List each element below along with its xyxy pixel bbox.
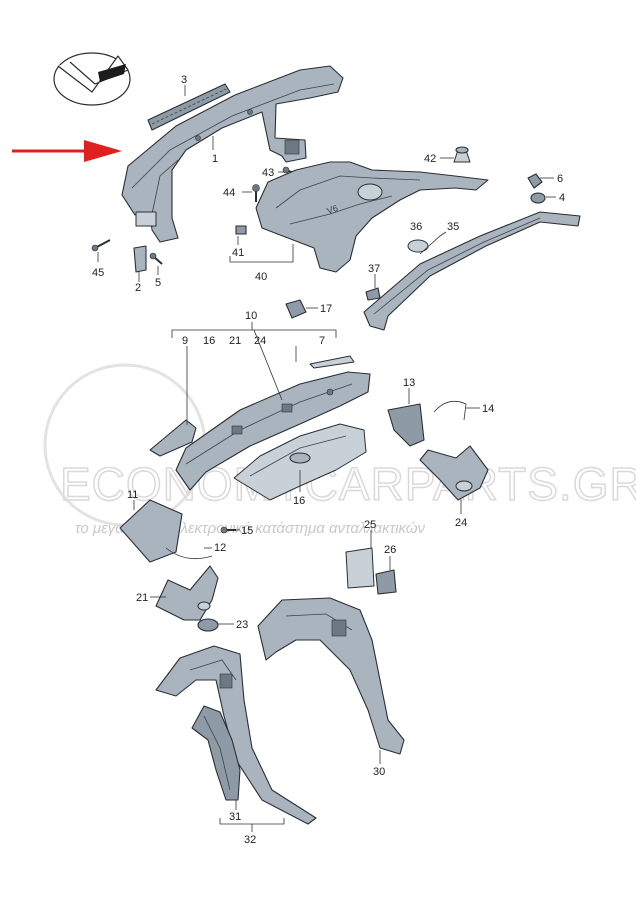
- part-9-bracket: [149, 419, 197, 457]
- watermark-title: ECONOMYCARPARTS.GR: [60, 458, 636, 510]
- label-part-7: 7: [319, 335, 325, 347]
- label-part-43: 43: [262, 167, 274, 179]
- part-2-bracket: [133, 245, 147, 273]
- part-24-well-liner: [419, 445, 489, 501]
- part-40-rear-shelf: V6: [255, 161, 489, 273]
- part-11-panel: [119, 499, 183, 563]
- label-part-10: 10: [245, 310, 257, 322]
- screw-5: [149, 252, 163, 265]
- part-32-arch: [155, 645, 317, 825]
- leader-lines: [97, 85, 556, 832]
- label-part-40: 40: [255, 271, 267, 283]
- label-part-37: 37: [368, 263, 380, 275]
- label-part-15: 15: [241, 525, 253, 537]
- screw-45: [91, 239, 111, 252]
- part-30-inner-panel: [257, 597, 405, 755]
- label-part-21-ref: 21: [229, 335, 241, 347]
- label-part-16: 16: [293, 495, 305, 507]
- part-7-strip: [309, 355, 355, 369]
- label-part-6: 6: [557, 173, 563, 185]
- label-part-2: 2: [135, 282, 141, 294]
- part-14-seal: [433, 400, 467, 421]
- label-part-17: 17: [320, 303, 332, 315]
- part-25-plate: [345, 547, 375, 589]
- label-part-5: 5: [155, 277, 161, 289]
- part-26-cap: [375, 569, 397, 595]
- label-part-4: 4: [559, 192, 565, 204]
- red-arrow-icon: [12, 140, 122, 162]
- part-16-floor: [233, 423, 367, 501]
- label-part-42: 42: [424, 153, 436, 165]
- label-part-45: 45: [92, 267, 104, 279]
- label-part-25: 25: [364, 519, 376, 531]
- vw-checkmark-logo: [53, 52, 131, 106]
- label-part-12: 12: [214, 542, 226, 554]
- label-part-44: 44: [223, 187, 235, 199]
- part-6-clip: [527, 173, 543, 189]
- part-36-plug: [407, 239, 429, 253]
- label-part-16-ref: 16: [203, 335, 215, 347]
- label-part-9: 9: [182, 335, 188, 347]
- clip-41: [235, 225, 247, 235]
- part-1-cross-member: [121, 65, 344, 243]
- label-part-3: 3: [181, 74, 187, 86]
- label-part-31: 31: [229, 811, 241, 823]
- part-12-seal: [165, 547, 213, 560]
- label-part-30: 30: [373, 766, 385, 778]
- label-part-24-ref: 24: [254, 335, 266, 347]
- screw-44: [252, 184, 260, 202]
- label-part-14: 14: [482, 403, 494, 415]
- part-number-labels: 3 1 2 5 45 43 44 41 40 42 6 4 36 35 37 1…: [92, 74, 565, 846]
- label-part-41: 41: [232, 247, 244, 259]
- label-part-36: 36: [410, 221, 422, 233]
- part-35-rail: [363, 211, 581, 331]
- part-31-reinforcement: [191, 705, 241, 801]
- label-part-24: 24: [455, 517, 467, 529]
- label-part-32: 32: [244, 834, 256, 846]
- part-4-clip: [530, 192, 546, 204]
- label-part-13: 13: [403, 377, 415, 389]
- part-23-plug: [197, 618, 219, 632]
- part-37-clip: [365, 287, 381, 301]
- label-part-21: 21: [136, 592, 148, 604]
- shelf-emboss: V6: [326, 203, 340, 216]
- part-3-strip: [147, 83, 231, 131]
- label-part-26: 26: [384, 544, 396, 556]
- part-17-bracket: [285, 299, 307, 319]
- part-13-housing: [387, 403, 425, 447]
- label-part-1: 1: [212, 153, 218, 165]
- part-10-rear-panel: [175, 371, 371, 491]
- label-part-11: 11: [127, 489, 138, 501]
- part-21-bracket: [155, 565, 219, 621]
- label-part-35: 35: [447, 221, 459, 233]
- label-part-23: 23: [236, 619, 248, 631]
- part-42-grommet: [453, 146, 471, 163]
